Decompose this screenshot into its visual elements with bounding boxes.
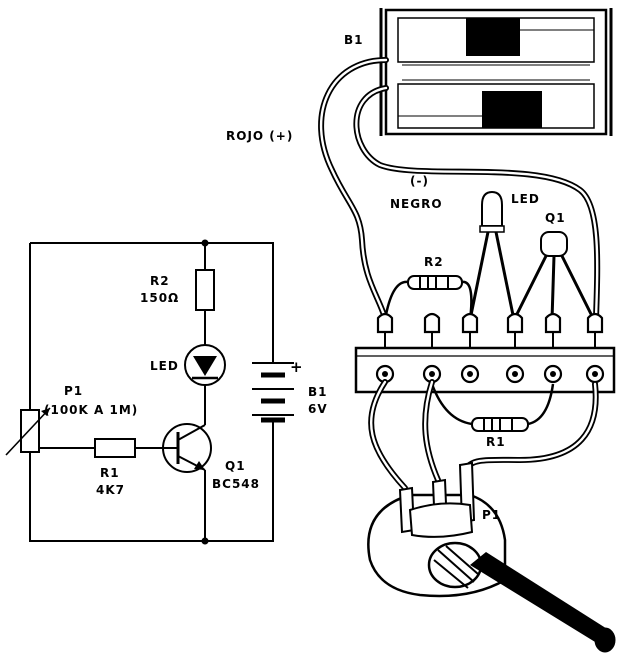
transistor-symbol [162,423,212,473]
p1-name: P1 [64,384,83,398]
red-wire-label: ROJO (+) [226,129,293,143]
battery-holder [379,8,613,136]
red-wire [318,57,389,321]
battery-plus: + [290,358,304,376]
battery-name: B1 [308,385,328,399]
r1-value: 4K7 [96,483,125,497]
assembly: B1 ROJO (+) (-) NEGRO LED Q1 R2 [226,8,616,653]
potentiometer-component [367,461,616,653]
black-wire-label: NEGRO [390,197,443,211]
r1-component [430,383,555,432]
led-label: LED [150,359,179,373]
r1-component-label: R1 [486,435,506,449]
r1-name: R1 [100,466,120,480]
battery-symbol [252,362,294,423]
led-component-label: LED [511,192,540,206]
r2-resistor-symbol [195,269,215,311]
schematic-top-wire [30,242,274,363]
transistor-component-label: Q1 [545,211,566,225]
schematic-bottom-wire [29,243,274,542]
led-component [468,190,516,321]
r2-component-label: R2 [424,255,444,269]
r2-component [383,275,473,321]
black-wire-minus: (-) [410,174,429,188]
terminal-strip [354,312,616,394]
q1-name: Q1 [225,459,246,473]
led-symbol [184,344,226,386]
junction-dot [201,537,209,545]
potentiometer-symbol [5,407,95,456]
junction-dot [201,239,209,247]
p1-value: (100K A 1M) [44,403,138,417]
battery-holder-label: B1 [344,33,364,47]
potentiometer-component-label: P1 [482,508,501,522]
transistor-component [512,231,596,321]
schematic: R2 150Ω LED + B1 6V P1 (100K A 1M [5,239,328,545]
q1-value: BC548 [212,477,260,491]
battery-value: 6V [308,402,328,416]
r2-name: R2 [150,274,170,288]
r2-value: 150Ω [140,291,179,305]
r1-resistor-symbol [94,438,136,458]
